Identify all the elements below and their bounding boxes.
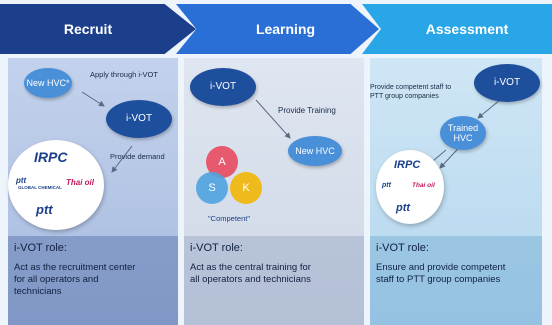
assessment-trained-hvc-bubble: Trained HVC xyxy=(440,116,486,150)
learning-role-desc: Act as the central training for all oper… xyxy=(190,262,311,286)
learning-header: Learning xyxy=(176,4,379,54)
ask-s-label: S xyxy=(208,182,216,194)
recruit-role-title: i-VOT role: xyxy=(14,242,67,254)
recruit-ivot-bubble: i-VOT xyxy=(106,100,172,138)
assessment-ivot-bubble: i-VOT xyxy=(474,64,540,102)
assessment-trained-label: Trained xyxy=(447,123,479,133)
ask-a-label: A xyxy=(218,156,226,168)
assessment-role-title: i-VOT role: xyxy=(376,242,429,254)
recruit-ptt-group-logos: IRPC ptt GLOBAL CHEMICAL Thai oil ptt xyxy=(8,140,104,230)
ask-knowledge-circle: K xyxy=(230,172,262,204)
thai-oil-logo: Thai oil xyxy=(66,178,94,187)
assessment-ivot-label: i-VOT xyxy=(493,77,521,88)
ask-skill-circle: S xyxy=(196,172,228,204)
learning-training-note: Provide Training xyxy=(278,106,336,115)
assessment-staff-note: Provide competent staff to PTT group com… xyxy=(370,84,451,101)
recruit-new-hvc-bubble: New HVC* xyxy=(24,68,72,98)
recruit-new-hvc-label: New HVC* xyxy=(26,78,70,88)
recruit-role-desc: Act as the recruitment center for all op… xyxy=(14,262,135,298)
recruit-role-desc-line: technicians xyxy=(14,286,62,297)
learning-new-hvc-label: New HVC xyxy=(295,146,335,156)
ptt-global-chemical-logo: ptt xyxy=(382,182,391,189)
recruit-role-box xyxy=(8,236,178,325)
assessment-hvc-label: HVC xyxy=(453,133,473,143)
assessment-trained-arrow xyxy=(477,99,501,119)
learning-role-desc-line: all operators and technicians xyxy=(190,274,311,285)
ptt-global-chemical-logo: ptt xyxy=(16,176,27,185)
learning-competent-label: "Competent" xyxy=(208,214,251,223)
assessment-header-label: Assessment xyxy=(425,21,509,37)
learning-role-title: i-VOT role: xyxy=(190,242,243,254)
thai-oil-logo: Thai oil xyxy=(412,182,435,189)
learning-new-hvc-bubble: New HVC xyxy=(288,136,342,166)
recruit-apply-note: Apply through i-VOT xyxy=(90,70,158,79)
assessment-role-desc-line: staff to PTT group companies xyxy=(376,274,501,285)
ask-k-label: K xyxy=(242,182,250,194)
recruit-demand-arrow xyxy=(111,145,133,173)
learning-header-label: Learning xyxy=(255,21,316,37)
recruit-role-desc-line: for all operators and xyxy=(14,274,99,285)
assessment-staff-note-line: Provide competent staff to xyxy=(370,84,452,91)
recruit-ivot-label: i-VOT xyxy=(125,113,153,124)
assessment-role-box xyxy=(370,236,542,325)
learning-role-desc-line: Act as the central training for xyxy=(190,262,311,273)
irpc-logo: IRPC xyxy=(34,149,68,165)
recruit-role-desc-line: Act as the recruitment center xyxy=(14,262,136,273)
recruit-header-label: Recruit xyxy=(63,21,113,37)
recruit-apply-arrow xyxy=(81,91,105,107)
ptt-logo: ptt xyxy=(396,202,411,214)
assessment-role-desc-line: Ensure and provide competent xyxy=(376,262,506,273)
irpc-logo: IRPC xyxy=(394,159,421,171)
ptt-logo: ptt xyxy=(36,202,53,217)
ptt-global-chemical-logo-sub: GLOBAL CHEMICAL xyxy=(18,185,62,190)
assessment-staff-note-line: PTT group companies xyxy=(370,92,439,100)
assessment-role-desc: Ensure and provide competent staff to PT… xyxy=(376,262,505,286)
learning-ivot-label: i-VOT xyxy=(209,81,237,92)
learning-role-box xyxy=(184,236,364,325)
assessment-ptt-group-logos: IRPC ptt Thai oil ptt xyxy=(376,150,444,224)
recruit-demand-note: Provide demand xyxy=(110,152,165,161)
learning-training-arrow xyxy=(255,99,291,139)
learning-ivot-bubble: i-VOT xyxy=(190,68,256,106)
recruit-header: Recruit xyxy=(0,4,196,54)
assessment-header: Assessment xyxy=(362,4,552,54)
